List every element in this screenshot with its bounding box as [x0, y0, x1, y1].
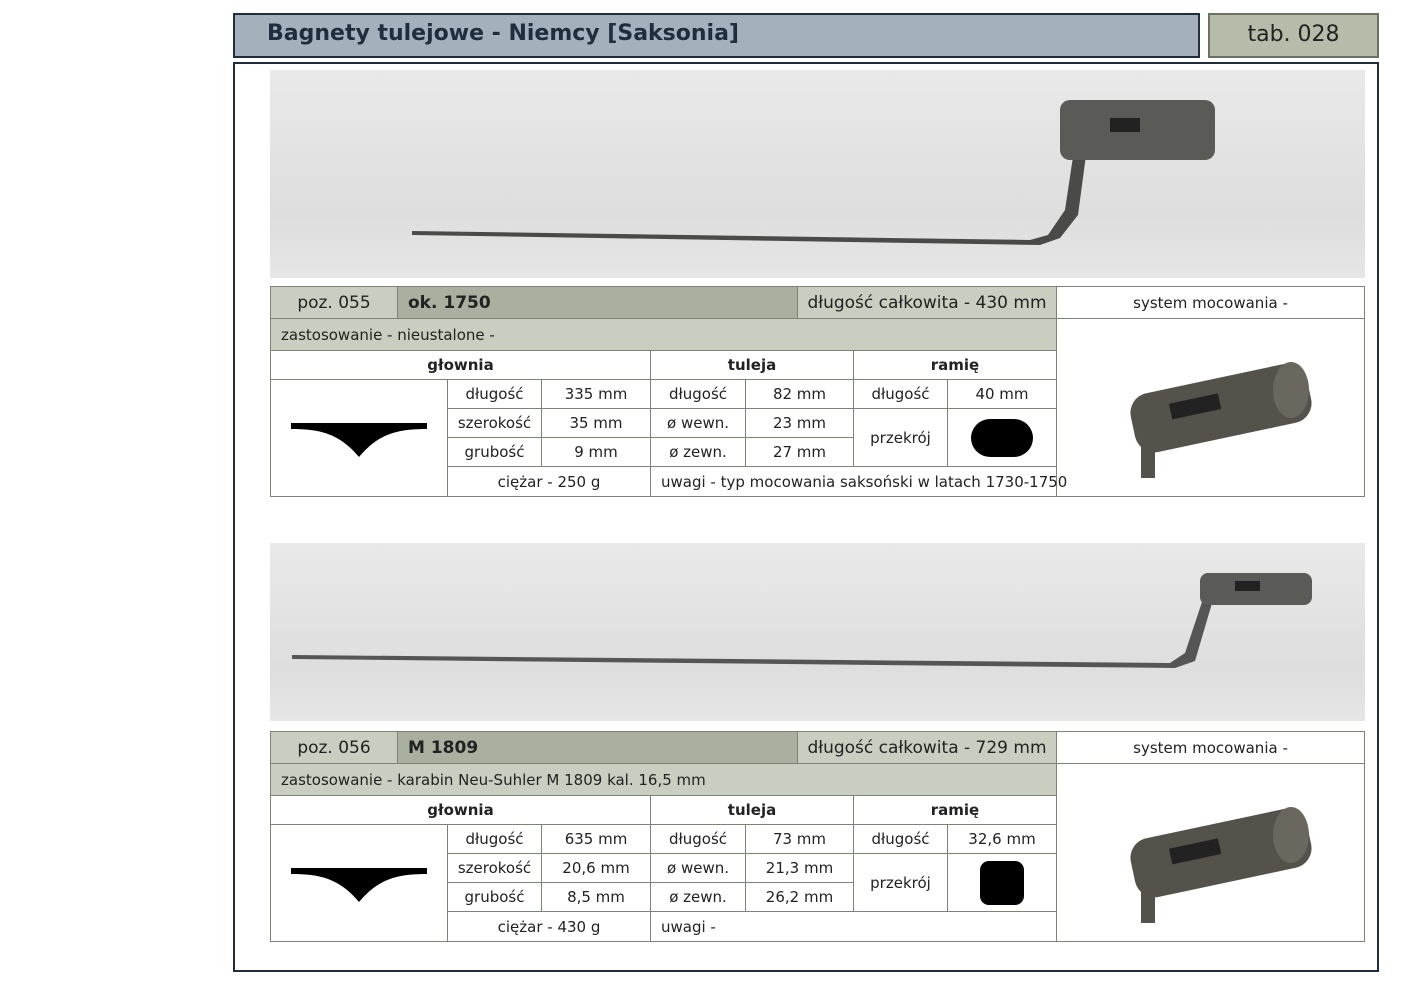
- arm-section-shape: [947, 408, 1057, 467]
- blade-szerokosc-label: szerokość: [447, 853, 542, 883]
- weight-label: ciężar - 430 g: [447, 911, 651, 942]
- glownia-header: głownia: [270, 350, 651, 380]
- arm-length-label: długość: [853, 824, 948, 854]
- blade-szerokosc-label: szerokość: [447, 408, 542, 438]
- socket-dlugosc-label: długość: [650, 379, 746, 409]
- blade-grubosc-label: grubość: [447, 882, 542, 912]
- socket-wewn-value: 21,3 mm: [745, 853, 854, 883]
- blade-dlugosc-value: 635 mm: [541, 824, 651, 854]
- content-frame: [233, 62, 1379, 972]
- blade-cross-section: [270, 379, 448, 497]
- glownia-header: głownia: [270, 795, 651, 825]
- tuleja-header: tuleja: [650, 795, 854, 825]
- system-label: system mocowania -: [1056, 286, 1365, 319]
- arm-section-shape: [947, 853, 1057, 912]
- poz-label: poz. 056: [270, 731, 398, 764]
- socket-zewn-value: 27 mm: [745, 437, 854, 467]
- system-label: system mocowania -: [1056, 731, 1365, 764]
- socket-wewn-label: ø wewn.: [650, 853, 746, 883]
- blade-grubosc-label: grubość: [447, 437, 542, 467]
- socket-photo: [1056, 763, 1365, 942]
- blade-szerokosc-value: 20,6 mm: [541, 853, 651, 883]
- ramie-header: ramię: [853, 795, 1057, 825]
- notes-label: uwagi -: [650, 911, 1057, 942]
- blade-dlugosc-label: długość: [447, 379, 542, 409]
- blade-dlugosc-label: długość: [447, 824, 542, 854]
- socket-zewn-label: ø zewn.: [650, 437, 746, 467]
- blade-section-icon: [291, 868, 427, 902]
- socket-dlugosc-label: długość: [650, 824, 746, 854]
- bayonet-055-image: [412, 100, 1215, 245]
- poz-label: poz. 055: [270, 286, 398, 319]
- socket-image: [1129, 806, 1312, 923]
- arm-length-value: 32,6 mm: [947, 824, 1057, 854]
- date-label: M 1809: [397, 731, 798, 764]
- table-number: tab. 028: [1208, 13, 1379, 58]
- tuleja-header: tuleja: [650, 350, 854, 380]
- weight-label: ciężar - 250 g: [447, 466, 651, 497]
- arm-length-label: długość: [853, 379, 948, 409]
- blade-szerokosc-value: 35 mm: [541, 408, 651, 438]
- socket-dlugosc-value: 82 mm: [745, 379, 854, 409]
- page-title: Bagnety tulejowe - Niemcy [Saksonia]: [233, 13, 1200, 58]
- socket-image: [1129, 361, 1312, 478]
- arm-section-label: przekrój: [853, 408, 948, 467]
- ramie-header: ramię: [853, 350, 1057, 380]
- bayonet-photo-055: [270, 70, 1365, 278]
- notes-label: uwagi - typ mocowania saksoński w latach…: [650, 466, 1067, 497]
- blade-cross-section: [270, 824, 448, 942]
- socket-wewn-value: 23 mm: [745, 408, 854, 438]
- arm-length-value: 40 mm: [947, 379, 1057, 409]
- blade-dlugosc-value: 335 mm: [541, 379, 651, 409]
- date-label: ok. 1750: [397, 286, 798, 319]
- total-length: długość całkowita - 430 mm: [797, 286, 1057, 319]
- oval-section-icon: [971, 418, 1033, 457]
- usage-label: zastosowanie - nieustalone -: [270, 318, 1057, 351]
- square-section-icon: [980, 860, 1024, 905]
- socket-dlugosc-value: 73 mm: [745, 824, 854, 854]
- blade-grubosc-value: 9 mm: [541, 437, 651, 467]
- blade-grubosc-value: 8,5 mm: [541, 882, 651, 912]
- socket-zewn-label: ø zewn.: [650, 882, 746, 912]
- total-length: długość całkowita - 729 mm: [797, 731, 1057, 764]
- socket-zewn-value: 26,2 mm: [745, 882, 854, 912]
- arm-section-label: przekrój: [853, 853, 948, 912]
- bayonet-056-image: [292, 573, 1312, 668]
- usage-label: zastosowanie - karabin Neu-Suhler M 1809…: [270, 763, 1057, 796]
- blade-section-icon: [291, 423, 427, 457]
- bayonet-photo-056: [270, 543, 1365, 721]
- socket-photo: [1056, 318, 1365, 497]
- socket-wewn-label: ø wewn.: [650, 408, 746, 438]
